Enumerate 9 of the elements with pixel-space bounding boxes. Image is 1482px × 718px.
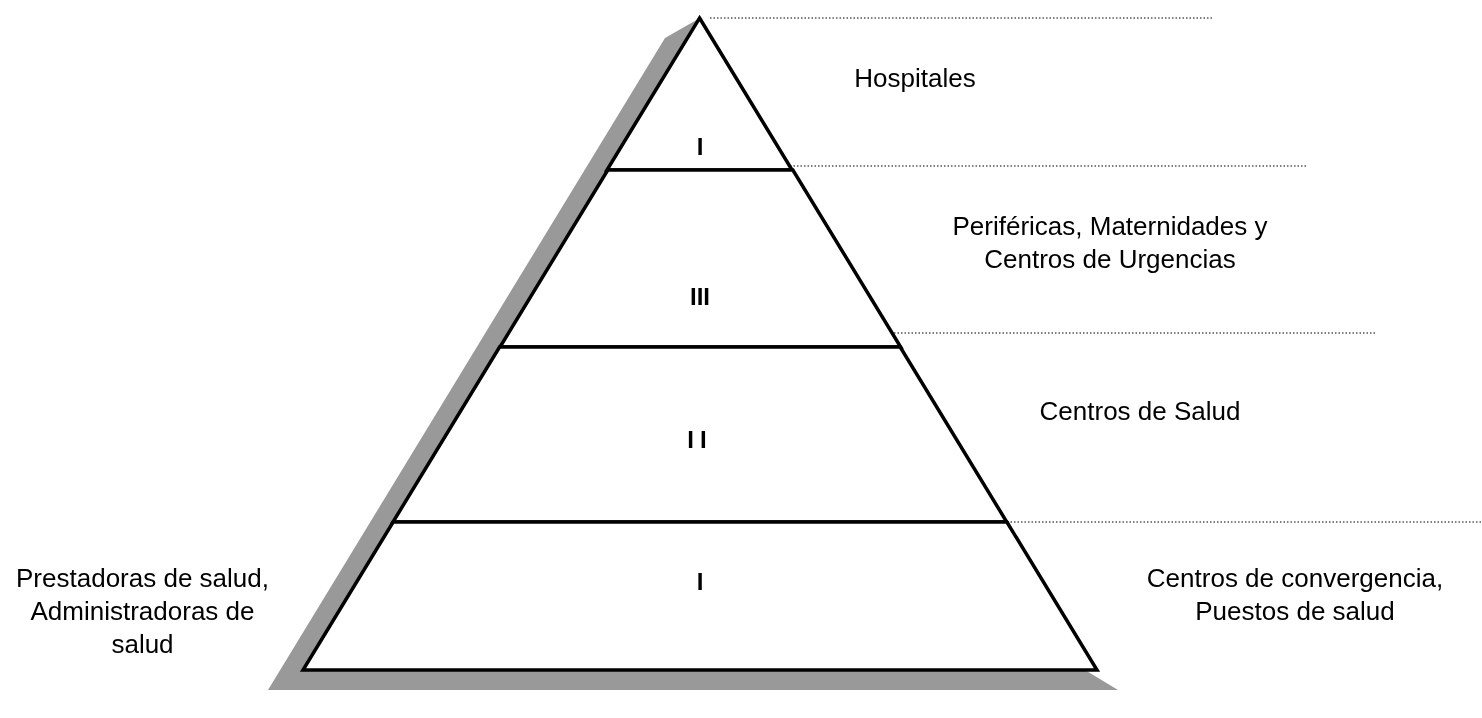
- level-numeral: III: [689, 283, 711, 311]
- facility-label: Centros de convergencia, Puestos de salud: [1145, 562, 1445, 628]
- provider-label: Prestadoras de salud, Administradoras de salud: [15, 562, 270, 661]
- facility-label: Hospitales: [853, 62, 977, 95]
- level-numeral: I: [695, 133, 705, 161]
- level-numeral: II: [686, 426, 714, 454]
- facility-label: Periféricas, Maternidades y Centros de Urgencias: [951, 210, 1269, 276]
- facility-label: Centros de Salud: [1038, 395, 1242, 428]
- level-numeral: I: [695, 568, 705, 596]
